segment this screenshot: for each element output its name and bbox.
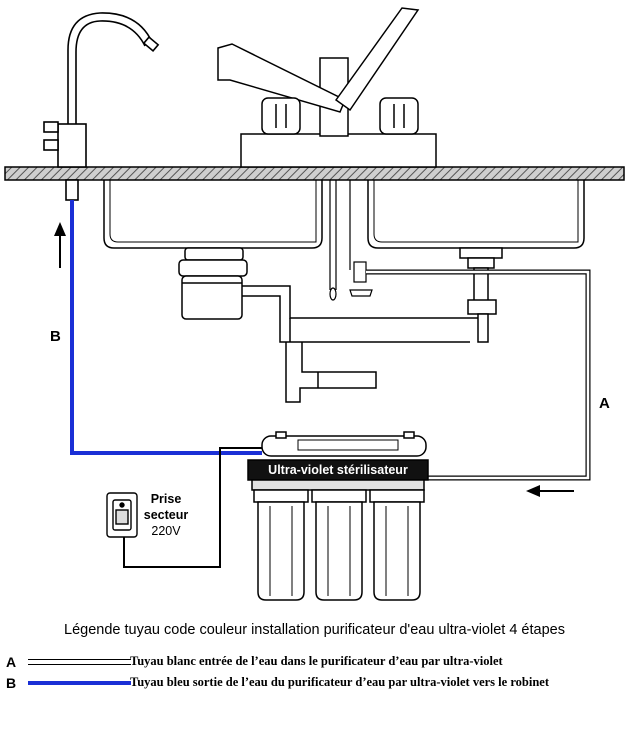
uv-unit-label: Ultra-violet stérilisateur — [268, 463, 408, 477]
garbage-disposal-icon — [178, 247, 248, 320]
drain-pipe — [242, 285, 478, 403]
power-outlet-label-line1: Prise — [151, 492, 182, 506]
left-basin — [103, 180, 323, 249]
legend-text-b: Tuyau bleu sortie de l’eau du purificate… — [130, 675, 549, 689]
legend-title: Légende tuyau code couleur installation … — [64, 622, 565, 638]
filter-housings — [253, 489, 425, 601]
up-arrow-icon — [54, 222, 66, 268]
sink-mixer-icon — [217, 7, 437, 168]
drain-fitting — [459, 247, 503, 343]
power-cable — [123, 447, 262, 568]
legend-line-white — [28, 659, 131, 665]
faucet-icon — [43, 12, 160, 201]
legend-line-blue — [28, 681, 131, 685]
sink-basins — [103, 180, 585, 249]
legend-letter-b: B — [6, 675, 17, 691]
hose-b — [70, 200, 262, 455]
hose-a — [366, 269, 591, 481]
right-basin — [367, 180, 585, 249]
hose-b-label: B — [50, 328, 61, 345]
left-arrow-icon — [526, 485, 574, 497]
hose-a-label: A — [599, 395, 610, 412]
legend-item-a: A Tuyau blanc entrée de l’eau dans le pu… — [6, 654, 626, 670]
legend-item-b: B Tuyau bleu sortie de l’eau du purifica… — [6, 675, 626, 691]
legend-letter-a: A — [6, 654, 17, 670]
power-outlet-label-line2: secteur — [144, 508, 189, 522]
wall-outlet-icon — [106, 492, 138, 538]
legend-text-a: Tuyau blanc entrée de l’eau dans le puri… — [130, 654, 503, 668]
power-outlet-label-line3: 220V — [151, 524, 181, 538]
uv-purifier — [247, 431, 429, 601]
valve — [329, 180, 373, 301]
installation-diagram: B A Prise secteur 220V Ult — [4, 7, 625, 601]
countertop — [4, 166, 625, 181]
